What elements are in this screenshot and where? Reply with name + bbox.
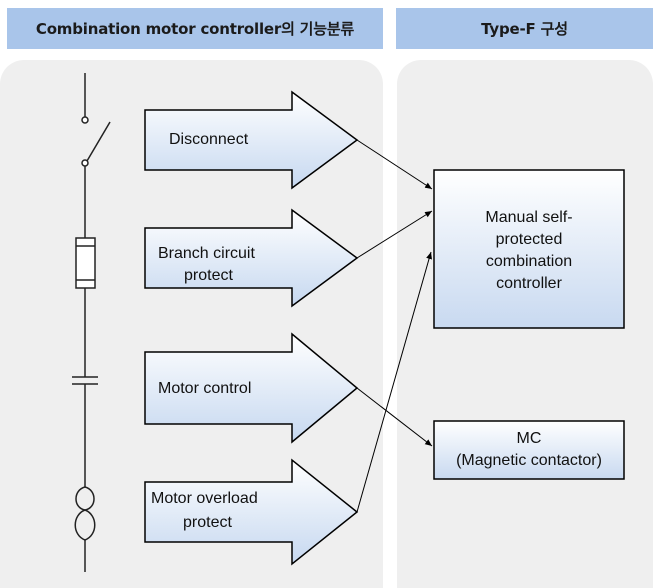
arrow-motor-control xyxy=(144,332,359,444)
mc-box xyxy=(433,420,625,480)
mc-line1: MC xyxy=(516,430,542,447)
manual-line1: Manual self- xyxy=(485,209,573,226)
arrow-disconnect xyxy=(144,90,359,190)
header-type-f-composition: Type-F 구성 xyxy=(396,8,653,49)
contactor-symbol xyxy=(72,376,98,487)
manual-controller-label: Manual self- protected combination contr… xyxy=(434,207,624,295)
connector-branch xyxy=(356,210,433,259)
manual-controller-box xyxy=(433,169,625,329)
label-disconnect: Disconnect xyxy=(169,131,249,148)
label-motor-control: Motor control xyxy=(158,380,252,397)
connector-overload xyxy=(356,251,432,513)
label-overload-line2: protect xyxy=(183,514,232,531)
connector-disconnect xyxy=(356,139,433,190)
fuse-symbol xyxy=(75,237,96,377)
mc-line2: (Magnetic contactor) xyxy=(456,452,602,469)
connector-motor-control xyxy=(356,387,433,447)
header-function-classification: Combination motor controller의 기능분류 xyxy=(7,8,383,49)
overload-relay-symbol xyxy=(74,486,96,572)
label-branch-line1: Branch circuit xyxy=(158,245,255,262)
manual-line2: protected xyxy=(495,231,563,248)
mc-label: MC (Magnetic contactor) xyxy=(434,428,624,472)
manual-line4: controller xyxy=(496,275,562,292)
manual-line3: combination xyxy=(485,253,573,270)
label-overload-line1: Motor overload xyxy=(151,490,258,507)
label-branch-line2: protect xyxy=(184,267,233,284)
arrow-branch-circuit xyxy=(144,208,359,308)
arrow-motor-overload xyxy=(144,458,359,566)
disconnect-switch-symbol xyxy=(81,73,111,238)
